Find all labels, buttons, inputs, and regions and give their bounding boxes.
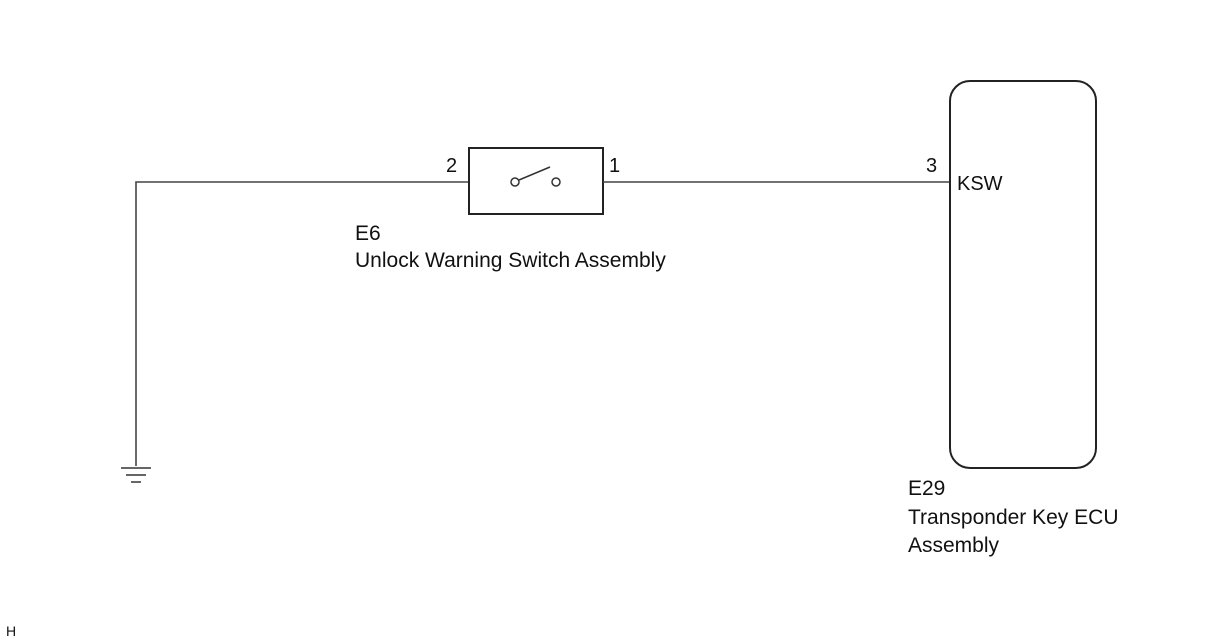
ecu-component-name-line2: Assembly: [908, 534, 1000, 557]
ecu-pin-label: 3: [926, 155, 937, 177]
switch-pin-right-label: 1: [609, 155, 620, 177]
ecu-assembly-box: [949, 80, 1097, 469]
ecu-component-name-line1: Transponder Key ECU: [908, 506, 1118, 529]
ground-symbol-icon: [121, 467, 151, 483]
switch-pin-left-label: 2: [446, 155, 457, 177]
ecu-terminal-label: KSW: [957, 173, 1003, 195]
switch-assembly-box: [468, 147, 604, 215]
ground-wire: [135, 181, 469, 466]
switch-component-name: Unlock Warning Switch Assembly: [355, 249, 666, 272]
switch-component-code: E6: [355, 222, 381, 245]
ecu-component-code: E29: [908, 477, 945, 500]
corner-mark: H: [6, 623, 16, 639]
open-switch-icon: [510, 166, 561, 187]
